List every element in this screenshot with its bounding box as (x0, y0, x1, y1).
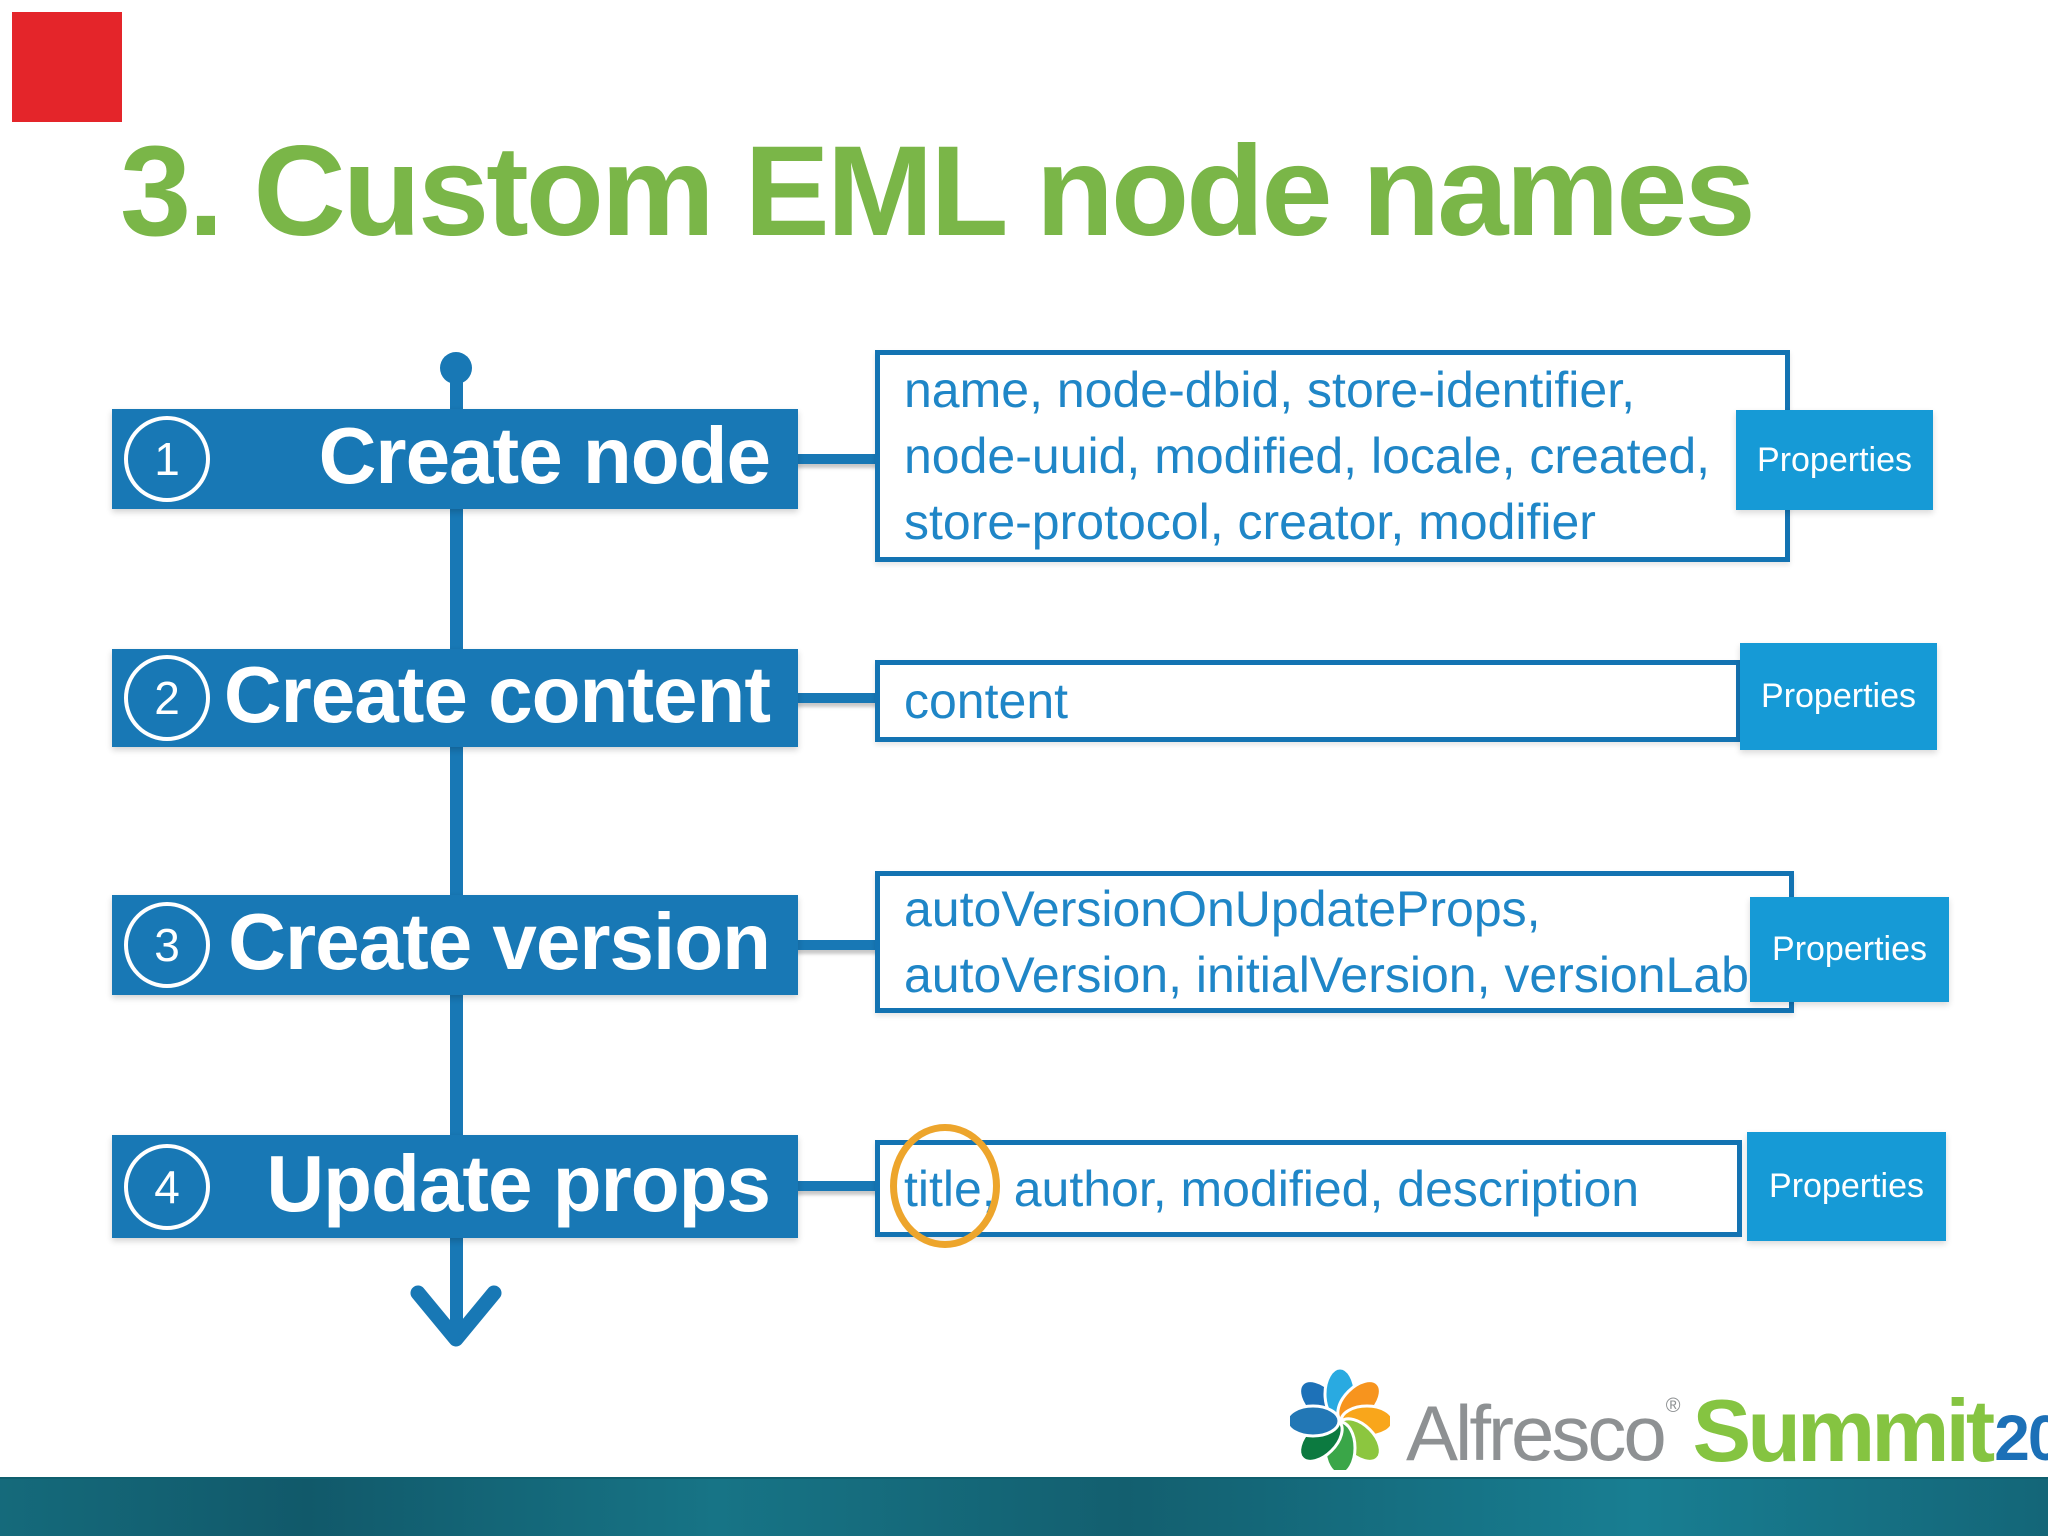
properties-tab: Properties (1736, 410, 1933, 510)
flow-line-segment (450, 1235, 463, 1328)
step-label: Create node (318, 411, 771, 501)
flow-arrowhead-icon (410, 1285, 502, 1347)
logo-brand-text: Alfresco (1406, 1388, 1667, 1477)
step-number: 4 (154, 1160, 180, 1213)
flow-line-segment (450, 505, 463, 652)
step-number-badge: 2 (124, 655, 210, 741)
properties-text: content (904, 673, 1069, 729)
step-label: Create content (223, 650, 771, 740)
properties-tab: Properties (1747, 1132, 1946, 1241)
properties-text-rest: author, modified, description (1013, 1160, 1640, 1217)
step-bar-create-node: 1 Create node (112, 409, 798, 509)
properties-text: autoVersion, initialVersion, versionLabe… (904, 947, 1788, 1003)
slide-title: 3. Custom EML node names (120, 120, 1756, 263)
flow-line-segment (450, 992, 463, 1138)
connector-line (793, 693, 883, 703)
step-number: 1 (154, 433, 180, 485)
properties-text: store-protocol, creator, modifier (904, 494, 1596, 550)
connector-line (793, 940, 883, 950)
properties-text: name, node-dbid, store-identifier, (904, 362, 1635, 418)
footer-band (0, 1477, 2048, 1536)
properties-text: title,author, modified, description (890, 1123, 1737, 1248)
connector-line (793, 1181, 883, 1191)
step-number-badge: 4 (124, 1143, 210, 1230)
logo-event-text: Summit (1692, 1380, 1996, 1480)
alfresco-summit-logo: Alfresco ® Summit 2014 (1290, 1366, 2048, 1480)
alfresco-flower-icon (1290, 1368, 1390, 1470)
step-bar-create-content: 2 Create content (112, 649, 798, 747)
logo-year-text: 2014 (1994, 1402, 2048, 1474)
properties-box: title,author, modified, description (875, 1123, 1742, 1248)
flow-line-segment (450, 382, 463, 412)
properties-tab: Properties (1740, 643, 1937, 750)
properties-tab: Properties (1750, 897, 1949, 1002)
step-number: 2 (154, 672, 180, 724)
step-number: 3 (154, 919, 180, 971)
step-bar-update-props: 4 Update props (112, 1135, 798, 1238)
highlighted-property: title, (890, 1123, 1000, 1248)
properties-box: autoVersionOnUpdateProps, autoVersion, i… (875, 871, 1794, 1013)
properties-box: name, node-dbid, store-identifier, node-… (875, 350, 1790, 562)
properties-text: node-uuid, modified, locale, created, (904, 428, 1711, 484)
flow-line-segment (450, 744, 463, 898)
red-marker-square (12, 12, 122, 122)
step-label: Update props (266, 1138, 771, 1228)
step-label: Create version (228, 897, 771, 987)
step-bar-create-version: 3 Create version (112, 895, 798, 995)
registered-mark: ® (1665, 1395, 1681, 1417)
connector-line (793, 454, 883, 464)
properties-text: autoVersionOnUpdateProps, (904, 881, 1541, 937)
step-number-badge: 1 (124, 416, 210, 502)
step-number-badge: 3 (124, 902, 210, 988)
flow-start-dot (440, 352, 472, 384)
properties-box: content (875, 660, 1741, 742)
